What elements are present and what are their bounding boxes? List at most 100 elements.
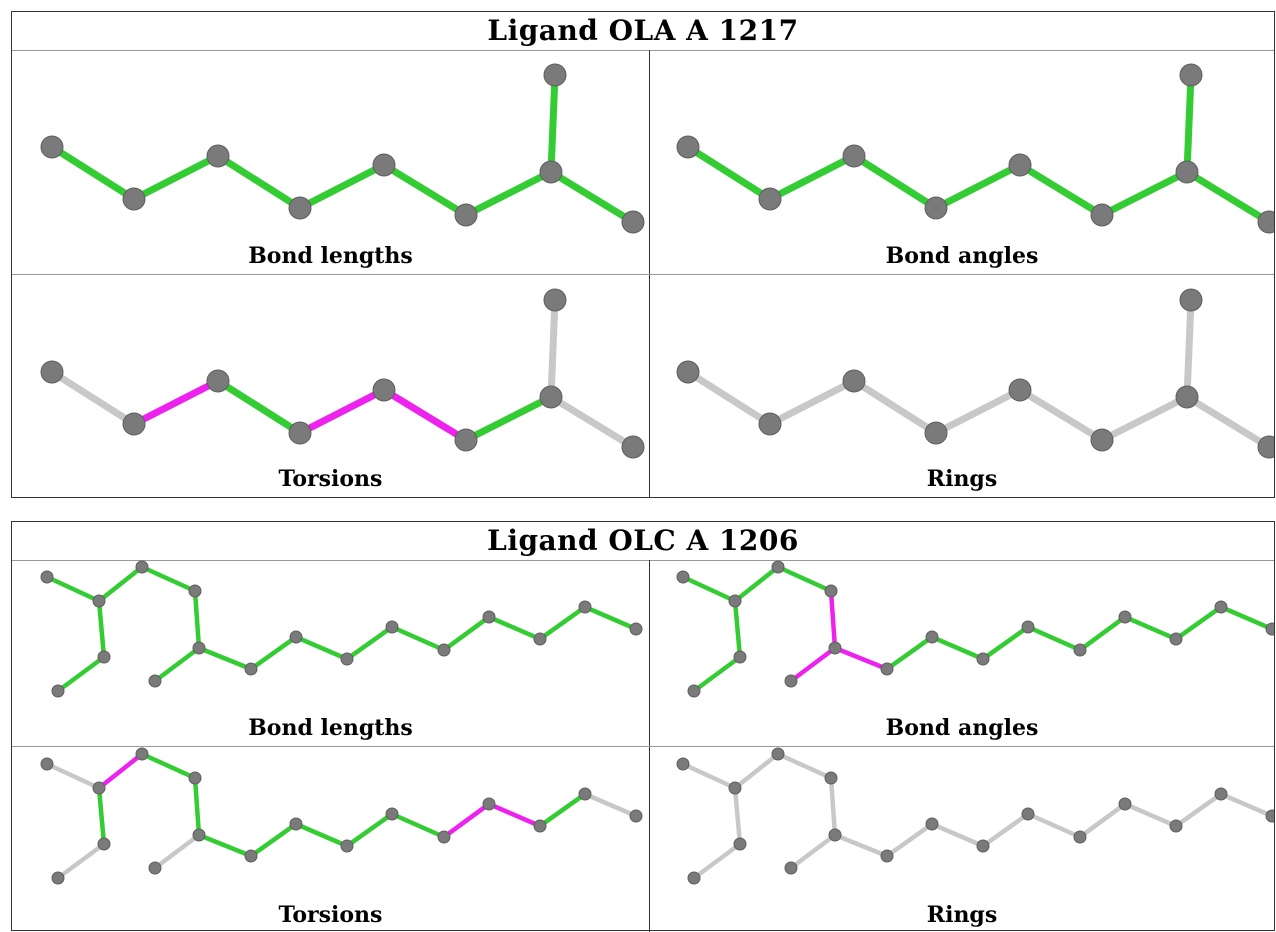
atom — [539, 385, 563, 409]
bond — [55, 654, 107, 694]
bond — [380, 386, 470, 444]
atom — [728, 594, 742, 608]
atom — [1214, 787, 1228, 801]
bond — [1077, 614, 1128, 653]
panel-bond-lengths: Bond lengths — [12, 50, 649, 274]
panel-label: Bond lengths — [248, 715, 413, 741]
atom — [621, 210, 645, 234]
bond — [139, 564, 198, 594]
atom — [1073, 830, 1087, 844]
bond — [680, 761, 738, 791]
atom — [728, 781, 742, 795]
bond — [96, 564, 145, 604]
bond — [832, 645, 890, 672]
atom — [842, 144, 866, 168]
ligand-title: Ligand OLA A 1217 — [12, 12, 1274, 51]
panel-bond-angles: Bond angles — [650, 560, 1274, 746]
bond — [929, 821, 986, 849]
atom — [1175, 160, 1199, 184]
atom — [621, 435, 645, 459]
ligand-block-olc: Ligand OLC A 1206 Bond lengths Bond angl… — [11, 521, 1275, 932]
atom — [97, 837, 111, 851]
bond — [547, 296, 559, 401]
molecule-view — [40, 560, 643, 698]
bond — [766, 152, 858, 203]
atom — [925, 817, 939, 831]
bond — [775, 751, 834, 781]
atom — [1118, 610, 1132, 624]
bond — [832, 832, 890, 859]
atom — [122, 412, 146, 436]
bond — [1183, 296, 1195, 401]
ligand-title: Ligand OLC A 1206 — [12, 522, 1274, 561]
bond — [1173, 791, 1224, 829]
bond — [96, 598, 107, 660]
atom — [533, 632, 547, 646]
atom — [1179, 63, 1203, 87]
bond — [691, 654, 743, 694]
atom — [1073, 643, 1087, 657]
atom — [976, 839, 990, 853]
atom — [289, 630, 303, 644]
bond — [980, 811, 1031, 849]
bond — [547, 71, 559, 176]
bond — [196, 645, 254, 672]
bond — [1122, 801, 1179, 829]
bond — [486, 614, 543, 642]
bond — [462, 168, 555, 219]
bond — [582, 604, 639, 632]
molecule-view — [676, 288, 1274, 459]
atom — [976, 652, 990, 666]
bond — [1016, 161, 1106, 219]
bond — [1025, 811, 1083, 840]
bond — [1183, 168, 1273, 226]
atom — [192, 641, 206, 655]
bond — [96, 785, 107, 847]
bond — [732, 598, 743, 660]
bond — [1122, 614, 1179, 642]
molecule-view — [40, 747, 643, 885]
atom — [828, 641, 842, 655]
atom — [51, 871, 65, 885]
bond — [1218, 791, 1274, 819]
bond — [248, 634, 299, 672]
atom — [771, 747, 785, 761]
atom — [92, 781, 106, 795]
bond — [486, 801, 543, 829]
atom — [1169, 819, 1183, 833]
bond — [684, 368, 774, 428]
atom — [40, 360, 64, 384]
atom — [385, 807, 399, 821]
bond — [1025, 624, 1083, 653]
atom — [880, 849, 894, 863]
bond — [680, 574, 738, 604]
atom — [578, 600, 592, 614]
bond — [980, 624, 1031, 662]
bond — [775, 564, 834, 594]
panel-label: Bond angles — [885, 243, 1039, 269]
bond — [732, 751, 781, 791]
panel-torsions: Torsions — [12, 275, 649, 498]
atom — [92, 594, 106, 608]
atom — [1090, 203, 1114, 227]
bond — [462, 393, 555, 444]
atom — [687, 684, 701, 698]
atom — [340, 652, 354, 666]
bond — [196, 832, 254, 859]
bond — [48, 143, 138, 203]
bond — [1077, 801, 1128, 840]
atom — [1169, 632, 1183, 646]
atom — [372, 153, 396, 177]
bond — [48, 368, 138, 428]
bond — [1173, 604, 1224, 642]
atom — [97, 650, 111, 664]
bond — [296, 386, 388, 437]
molecule-view — [676, 747, 1274, 885]
bond — [1218, 604, 1274, 632]
panel-label: Bond lengths — [248, 243, 413, 269]
atom — [924, 421, 948, 445]
bond — [296, 161, 388, 212]
atom — [629, 622, 643, 636]
bond — [1183, 393, 1273, 451]
atom — [1257, 210, 1274, 234]
